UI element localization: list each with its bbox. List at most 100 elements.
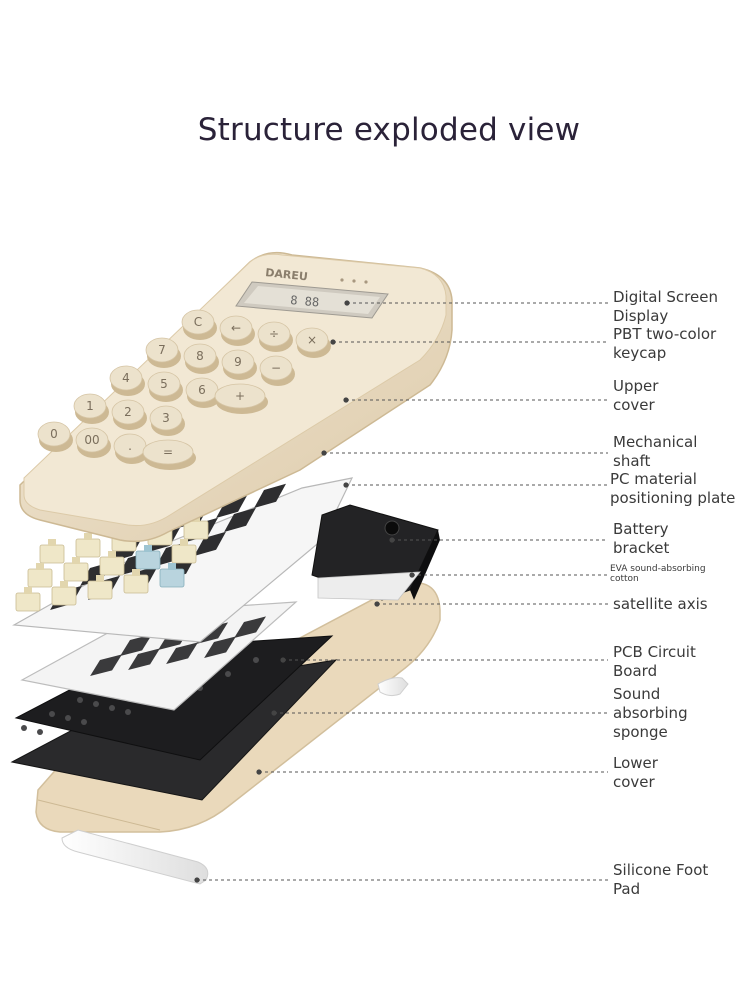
leader-dot-lower-cover (256, 769, 262, 775)
leader-dot-pc-material-positioning-plate (343, 482, 349, 488)
pcb-hole (81, 719, 87, 725)
leader-dot-pcb-circuit-board (280, 657, 286, 663)
plate-cutout (120, 634, 152, 656)
leader-dot-pbt-two-color-keycap (330, 339, 336, 345)
label-line: Board (613, 662, 658, 680)
leader-dot-sound-absorbing-sponge (271, 710, 277, 716)
pcb-hole (65, 715, 71, 721)
keycap-label: 6 (198, 383, 206, 397)
leader-dot-satellite-axis (374, 601, 380, 607)
label-line: cotton (610, 574, 639, 584)
page-title: Structure exploded view (197, 112, 581, 148)
label-line: Sound (613, 685, 661, 703)
mechanical-switch-row (15, 515, 209, 612)
keycap: C (181, 309, 217, 340)
keycap-label: 4 (122, 371, 130, 385)
leader-dot-battery-bracket (389, 537, 395, 543)
leader-lines (197, 302, 608, 881)
mechanical-switch (99, 551, 125, 576)
keycap: . (113, 433, 149, 464)
pcb-hole (109, 705, 115, 711)
plate-cutout (216, 493, 248, 518)
keycap-label: + (235, 389, 245, 403)
keycap: × (295, 327, 331, 358)
keycap: ← (219, 315, 255, 346)
mechanical-switch (63, 557, 89, 582)
pcb-hole (93, 701, 99, 707)
mechanical-switch (87, 575, 113, 600)
eva-cotton-part (317, 571, 421, 601)
keycap-label: 2 (124, 405, 132, 419)
plate-cutout (128, 648, 160, 670)
brand-logo: DAREU (265, 266, 309, 283)
keycap: 9 (221, 349, 257, 380)
plate-cutout (194, 531, 226, 556)
label-line: keycap (613, 344, 667, 362)
keycap-label: 1 (86, 399, 94, 413)
plate-cutout (204, 636, 236, 658)
keycap: 8 (183, 343, 219, 374)
mechanical-switch (15, 587, 41, 612)
silicone-foot-pad-part (61, 677, 409, 885)
keycap: 0 (37, 421, 73, 452)
pcb-hole (77, 697, 83, 703)
label-line: shaft (613, 452, 651, 470)
label-line: PC material (610, 470, 697, 488)
label-line: positioning plate (610, 489, 736, 507)
keycap: 1 (73, 393, 109, 424)
keycap: 2 (111, 399, 147, 430)
label-line: satellite axis (613, 595, 708, 613)
pcb-hole (253, 657, 259, 663)
pcb-hole (49, 711, 55, 717)
keycap: + (214, 383, 268, 414)
keycap-label: 9 (234, 355, 242, 369)
plate-cutout (166, 642, 198, 664)
label-line: sponge (613, 723, 668, 741)
label-line: Upper (613, 377, 659, 395)
leader-dot-mechanical-shaft (321, 450, 327, 456)
keycap-label: 3 (162, 411, 170, 425)
leader-dot-silicone-foot-pad (194, 877, 200, 883)
keycap: ÷ (257, 321, 293, 352)
label-line: EVA sound-absorbing (610, 564, 706, 574)
leader-dot-digital-screen-display (344, 300, 350, 306)
plate-cutout (254, 483, 286, 508)
keycap-label: × (307, 333, 317, 347)
pcb-hole (125, 709, 131, 715)
mechanical-switch (27, 563, 53, 588)
label-line: cover (613, 396, 655, 414)
keycap-label: = (163, 445, 173, 459)
keycap: − (259, 355, 295, 386)
plate-cutout (224, 507, 256, 532)
mechanical-switch (123, 569, 149, 594)
keycap: 5 (147, 371, 183, 402)
label-line: cover (613, 773, 655, 791)
keycap: 00 (75, 427, 111, 458)
keycap-label: 8 (196, 349, 204, 363)
keycap-label: C (194, 315, 202, 329)
mechanical-switch (51, 581, 77, 606)
keycap-label: 7 (158, 343, 166, 357)
leader-dot-eva-sound-absorbing-cotton (409, 572, 415, 578)
label-line: Pad (613, 880, 641, 898)
label-line: absorbing (613, 704, 688, 722)
pcb-hole (37, 729, 43, 735)
keycap-label: . (128, 439, 132, 453)
mechanical-switch (75, 533, 101, 558)
satellite-axis-stabilizer (135, 545, 161, 570)
label-line: Battery (613, 520, 669, 538)
label-line: Mechanical (613, 433, 698, 451)
pcb-hole (21, 725, 27, 731)
keycap-label: − (271, 361, 281, 375)
mechanical-switch (39, 539, 65, 564)
svg-text:8 88: 8 88 (290, 293, 320, 309)
